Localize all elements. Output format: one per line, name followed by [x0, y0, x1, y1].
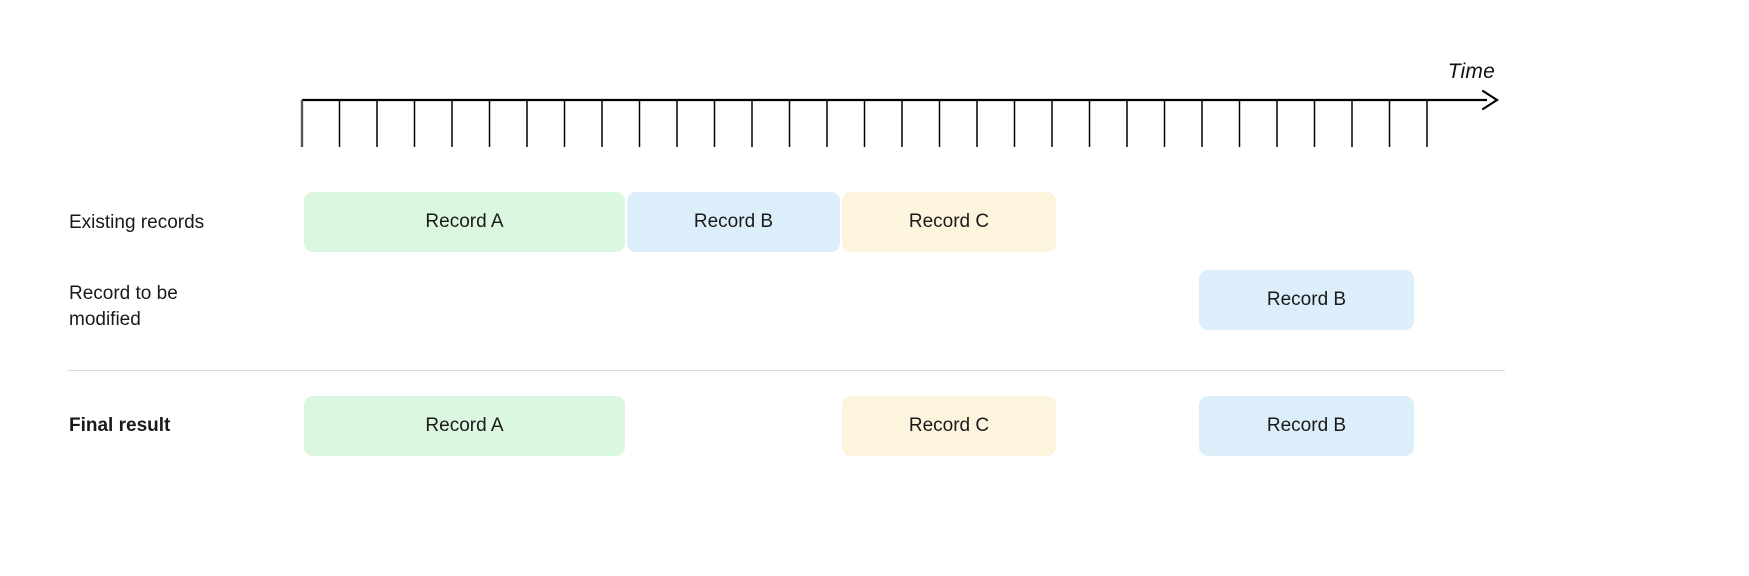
record-bar-existing-c[interactable]: Record C — [842, 192, 1056, 252]
timeline-axis-svg — [300, 89, 1500, 147]
row-label-final-result: Final result — [69, 415, 171, 436]
axis-ticks-group — [300, 89, 1500, 147]
record-bar-existing-b[interactable]: Record B — [627, 192, 840, 252]
record-bar-final-b[interactable]: Record B — [1199, 396, 1414, 456]
record-bar-final-a[interactable]: Record A — [304, 396, 625, 456]
timeline-axis: Time — [0, 0, 1749, 180]
record-bar-final-c[interactable]: Record C — [842, 396, 1056, 456]
row-label-record-to-be-modified: Record to be modified — [69, 283, 178, 330]
time-axis-label: Time — [1447, 60, 1495, 83]
section-divider — [68, 370, 1505, 371]
arrow-right-icon — [1481, 89, 1500, 111]
record-bar-modified-b[interactable]: Record B — [1199, 270, 1414, 330]
row-label-existing-records: Existing records — [69, 212, 205, 233]
record-bar-existing-a[interactable]: Record A — [304, 192, 625, 252]
